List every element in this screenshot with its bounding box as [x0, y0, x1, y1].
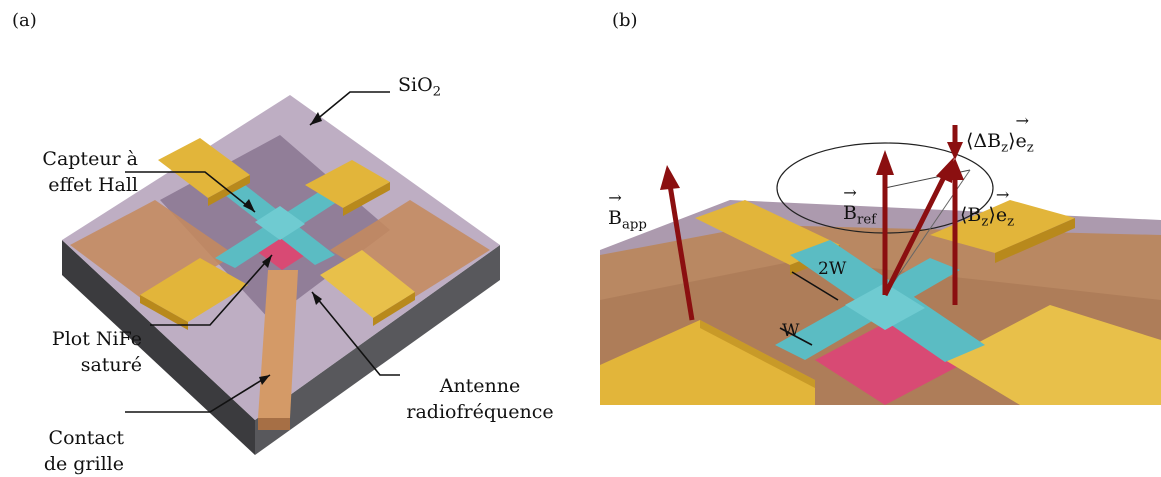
label-nife-pad: Plot NiFe saturé	[30, 326, 142, 378]
label-antenna-line1: Antenne	[439, 375, 521, 397]
label-delta-bz-sub: z	[1001, 140, 1009, 156]
label-b-app-sub: app	[621, 217, 647, 233]
label-gate-line1: Contact	[48, 427, 124, 449]
gold-pad-bottom-left	[140, 258, 248, 330]
label-bz-vec-sub: z	[1007, 214, 1015, 230]
b-ref-arrowhead	[876, 150, 894, 175]
delta-bz-top-arrowhead	[947, 142, 963, 160]
label-b-app-main: B	[608, 190, 622, 231]
gold-pad-bottom-right	[945, 305, 1161, 405]
gate-contact-strip-side	[258, 418, 290, 430]
label-delta-bz-open: ⟨ΔB	[966, 130, 1002, 152]
arrowhead-nife	[262, 255, 272, 268]
panel-a-letter: (a)	[12, 10, 37, 31]
dimension-2w-line	[791, 271, 839, 301]
arrowhead-gate	[259, 375, 270, 385]
label-sio2-main: SiO	[398, 74, 433, 96]
label-hall-line1: Capteur à	[42, 148, 138, 170]
label-antenna-line2: radiofréquence	[406, 401, 554, 423]
leader-antenna	[311, 291, 400, 376]
delta-bz-arrowhead	[946, 158, 964, 180]
leader-sio2	[309, 91, 390, 126]
label-sio2: SiO2	[398, 72, 442, 100]
label-bz-open: ⟨B	[960, 204, 982, 226]
b-app-arrowhead	[660, 165, 680, 190]
b-app-vector	[667, 184, 695, 321]
label-bz-sub: z	[981, 214, 989, 230]
label-delta-bz-vec-sub: z	[1026, 140, 1034, 156]
label-hall-sensor: Capteur à effet Hall	[20, 146, 138, 198]
gold-pad-bottom-left	[600, 320, 815, 405]
substrate-left-side	[62, 240, 255, 455]
label-gate-line2: de grille	[43, 453, 124, 475]
label-b-ref-sub: ref	[856, 212, 877, 228]
gate-contact-strip	[258, 270, 298, 418]
gold-pad-bottom-right	[320, 250, 415, 326]
label-b-ref: Bref	[843, 185, 877, 228]
substrate-right-side	[255, 245, 500, 455]
label-width-w: W	[782, 321, 800, 341]
leader-hall	[125, 171, 256, 213]
label-nife-line2: saturé	[80, 354, 142, 376]
arrowhead-sio2	[310, 112, 322, 125]
panel-b-letter: (b)	[612, 10, 638, 31]
label-delta-bz: ⟨ΔBz⟩ez	[966, 113, 1034, 156]
label-gate-contact: Contact de grille	[20, 425, 124, 477]
label-antenna: Antenne radiofréquence	[400, 373, 560, 425]
label-hall-line2: effet Hall	[48, 174, 138, 196]
b-total-vector	[882, 173, 948, 297]
arrowhead-antenna	[312, 292, 322, 305]
dimension-w-line	[779, 327, 813, 346]
label-b-app: Bapp	[608, 190, 647, 233]
leader-gate	[125, 374, 271, 413]
hall-cross-center	[845, 283, 925, 330]
label-b-ref-main: B	[843, 185, 857, 226]
label-bz: ⟨Bz⟩ez	[960, 187, 1015, 230]
label-nife-line1: Plot NiFe	[51, 328, 142, 350]
gold-pad-top-right	[305, 160, 390, 216]
label-bz-vec: e	[996, 187, 1008, 228]
arrowhead-hall	[243, 199, 255, 212]
hall-cross-center	[255, 206, 305, 240]
panel-b-diagram	[600, 125, 1161, 405]
label-width-2w: 2W	[818, 259, 847, 279]
label-bz-close: ⟩	[988, 204, 996, 226]
label-sio2-sub: 2	[432, 84, 442, 100]
label-delta-bz-vec: e	[1016, 113, 1028, 154]
leader-nife	[150, 254, 273, 326]
label-delta-bz-close: ⟩	[1008, 130, 1016, 152]
panel-a-diagram	[62, 91, 500, 455]
